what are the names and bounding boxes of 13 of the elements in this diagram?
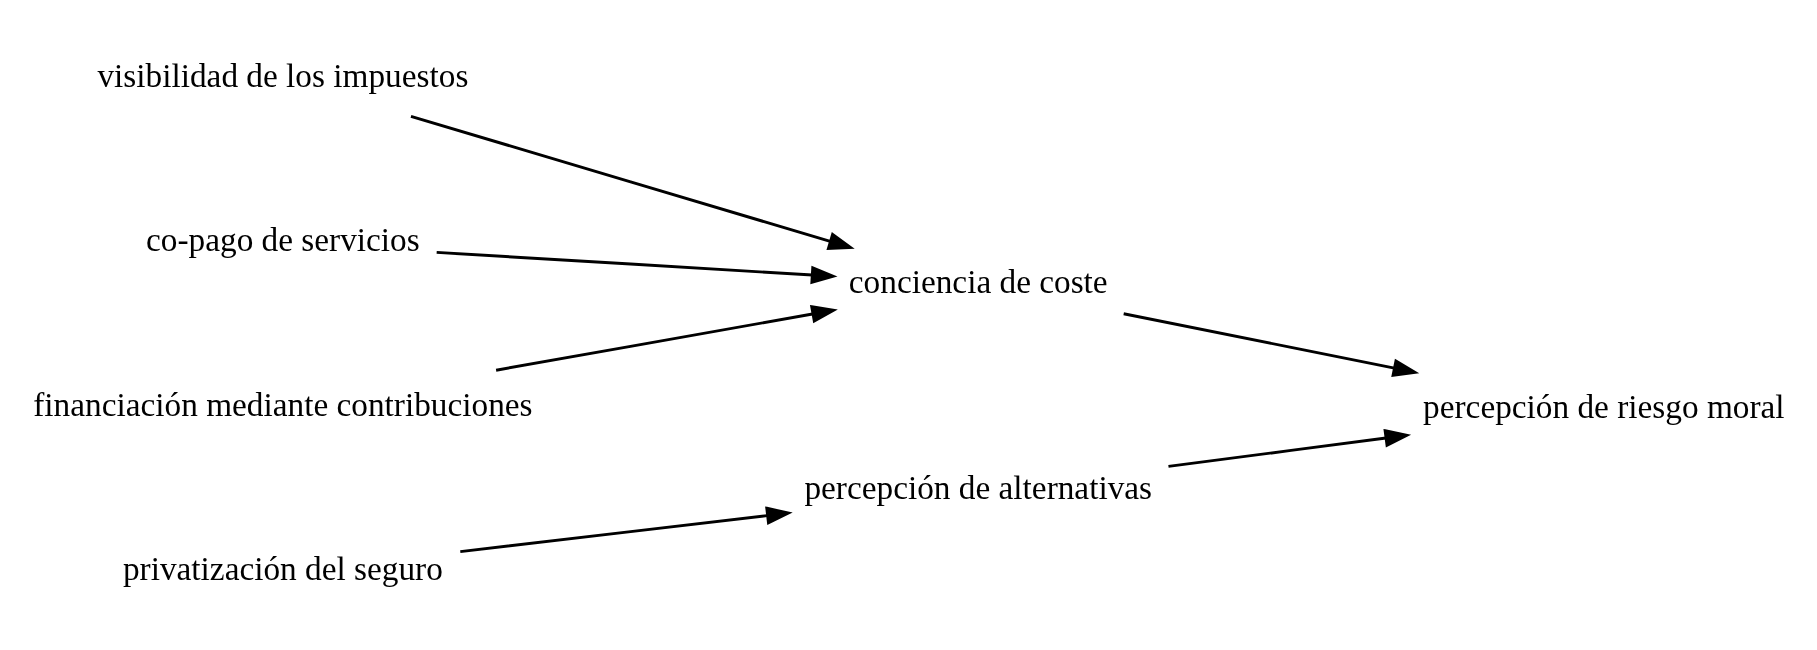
arrow bbox=[460, 505, 793, 553]
arrow bbox=[1123, 311, 1420, 377]
arrow bbox=[436, 250, 838, 284]
node-text: conciencia de coste bbox=[848, 262, 1108, 300]
arrow bbox=[410, 114, 855, 250]
node-text: privatización del seguro bbox=[122, 549, 443, 587]
arrow bbox=[495, 304, 838, 372]
node-text: percepción de alternativas bbox=[804, 468, 1153, 506]
arrow bbox=[1168, 428, 1412, 468]
node-text: financiación mediante contribuciones bbox=[33, 385, 533, 423]
node-text: percepción de riesgo moral bbox=[1423, 387, 1785, 425]
node-text: co-pago de servicios bbox=[146, 220, 420, 258]
node-text: visibilidad de los impuestos bbox=[97, 56, 469, 94]
